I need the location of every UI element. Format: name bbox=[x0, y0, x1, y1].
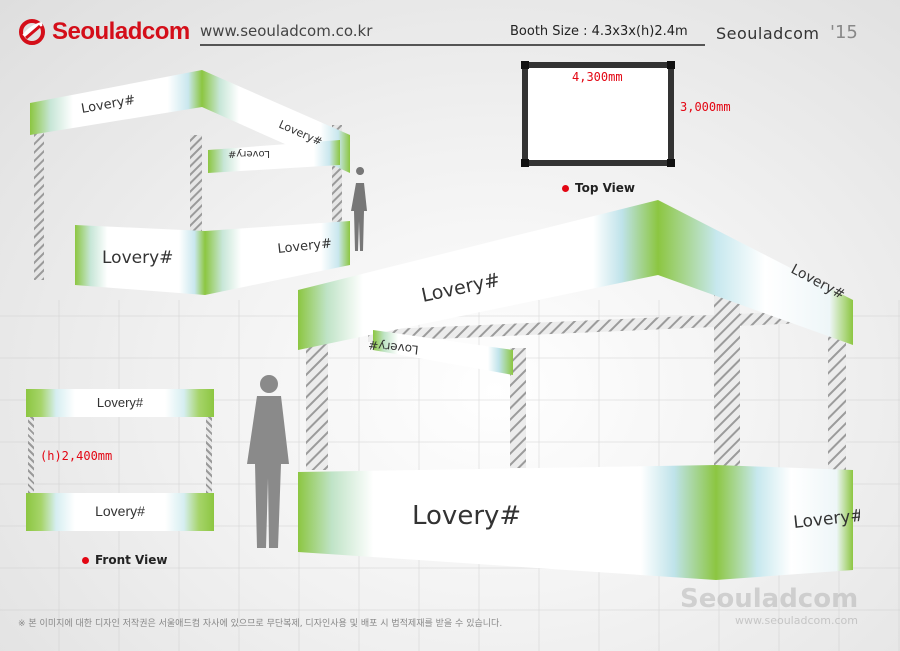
truss-post bbox=[332, 125, 342, 265]
copyright-notice: ※ 본 이미지에 대한 디자인 저작권은 서울애드컴 자사에 있으므로 무단복제… bbox=[18, 619, 503, 629]
booth-render-small: Lovery# Lovery# Lovery# Lovery# Lovery# bbox=[30, 70, 367, 295]
booth-size: Booth Size : 4.3x3x(h)2.4m bbox=[510, 24, 688, 39]
top-depth-dimension: 3,000mm bbox=[680, 100, 731, 114]
person-silhouette-icon bbox=[247, 375, 289, 548]
front-view-diagram: Lovery# Lovery# bbox=[0, 0, 240, 560]
top-banner-side bbox=[658, 200, 853, 345]
counter-side bbox=[205, 221, 350, 295]
top-view-diagram bbox=[521, 61, 675, 167]
truss-node bbox=[667, 159, 675, 167]
brand-name: Seouladcom bbox=[716, 24, 820, 43]
front-counter-panel: Lovery# bbox=[26, 493, 214, 531]
top-view-text: Top View bbox=[575, 181, 636, 195]
logo-text: Seouladcom bbox=[52, 18, 190, 45]
top-banner-front bbox=[30, 70, 202, 135]
front-top-banner-text: Lovery# bbox=[96, 395, 144, 410]
large-top-back-text: Lovery# bbox=[368, 338, 420, 357]
front-view-label: Front View bbox=[82, 553, 167, 567]
small-counter-front-text: Lovery# bbox=[102, 248, 173, 268]
front-top-banner: Lovery# bbox=[26, 389, 214, 417]
watermark: Seouladcom bbox=[680, 584, 859, 614]
bullet-icon bbox=[562, 184, 569, 192]
truss-post bbox=[510, 348, 526, 468]
top-width-dimension: 4,300mm bbox=[572, 70, 623, 84]
front-height-dimension: (h)2,400mm bbox=[40, 449, 113, 463]
top-banner-back bbox=[208, 140, 340, 173]
small-counter-side-text: Lovery# bbox=[277, 236, 333, 257]
front-counter-text: Lovery# bbox=[95, 503, 145, 519]
site-url[interactable]: www.seouladcom.co.kr bbox=[200, 22, 373, 40]
year-label: '15 bbox=[830, 22, 858, 43]
truss-beam bbox=[368, 310, 828, 342]
logo: Seouladcom bbox=[18, 18, 190, 46]
counter-side bbox=[716, 465, 853, 580]
logo-swirl-icon bbox=[19, 19, 45, 45]
watermark-url: www.seouladcom.com bbox=[735, 614, 858, 627]
truss-post bbox=[28, 417, 34, 493]
truss-post bbox=[34, 115, 44, 280]
top-banner-front bbox=[298, 200, 658, 350]
counter-front bbox=[75, 225, 205, 295]
top-banner-back bbox=[373, 330, 513, 375]
truss-node bbox=[667, 61, 675, 69]
truss-post bbox=[828, 320, 846, 470]
small-top-back-text: Lovery# bbox=[228, 148, 270, 159]
truss-node bbox=[521, 159, 529, 167]
truss-post bbox=[206, 417, 212, 493]
top-view-label: Top View bbox=[562, 181, 635, 195]
counter-front bbox=[298, 465, 716, 580]
booth-render-large: Lovery# Lovery# Lovery# Lovery# Lovery# bbox=[298, 200, 860, 580]
header-divider bbox=[200, 44, 705, 46]
person-silhouette-icon bbox=[351, 167, 367, 251]
truss-node bbox=[521, 61, 529, 69]
front-view-text: Front View bbox=[95, 553, 168, 567]
large-counter-front-text: Lovery# bbox=[412, 501, 521, 531]
bullet-icon bbox=[82, 556, 89, 564]
